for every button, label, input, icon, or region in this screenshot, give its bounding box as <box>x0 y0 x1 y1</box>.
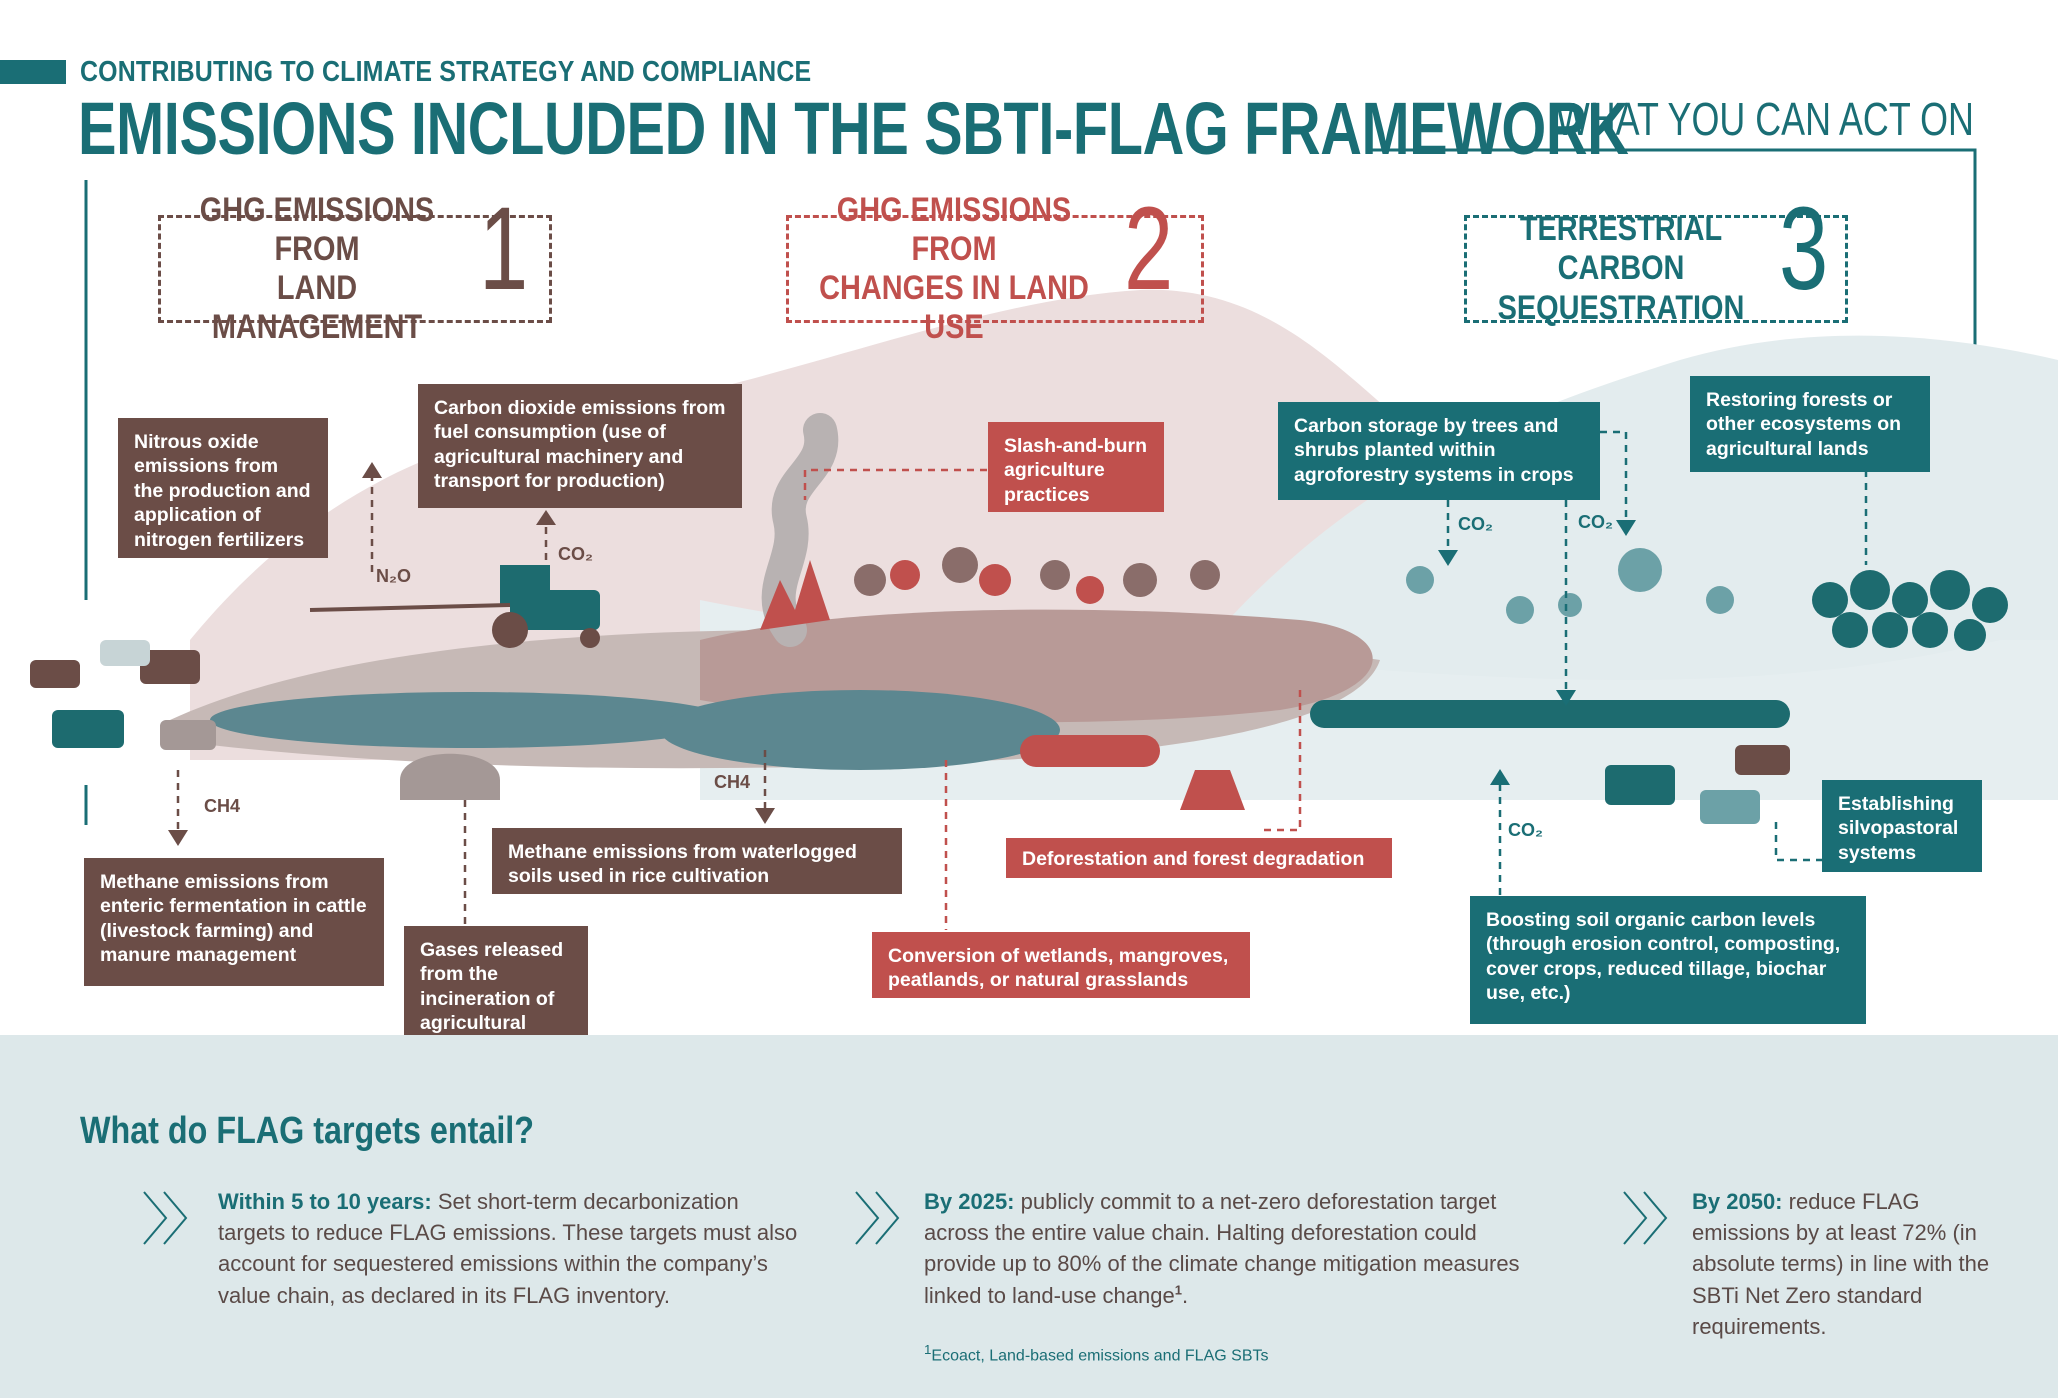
footnote: 1Ecoact, Land-based emissions and FLAG S… <box>924 1342 1269 1365</box>
co2-label: CO₂ <box>558 544 593 564</box>
page-title: EMISSIONS INCLUDED IN THE SBTI-FLAG FRAM… <box>78 87 1629 170</box>
cows-right <box>1605 765 1675 805</box>
callout-slash-and-burn: Slash-and-burn agriculture practices <box>988 422 1164 512</box>
category-box-land-management: GHG EMISSIONS FROM LAND MANAGEMENT 1 <box>158 190 552 346</box>
callout-restoring-forests: Restoring forests or other ecosystems on… <box>1690 376 1930 472</box>
category-box-land-use-change: GHG EMISSIONS FROM CHANGES IN LAND USE 2 <box>786 190 1204 346</box>
ch4-label: CH4 <box>204 796 241 816</box>
category-label: GHG EMISSIONS FROM LAND MANAGEMENT <box>199 190 435 347</box>
rice-field-left <box>210 692 730 748</box>
target-item: By 2050: reduce FLAG emissions by at lea… <box>1692 1189 1990 1339</box>
callout-soil-carbon: Boosting soil organic carbon levels (thr… <box>1470 896 1866 1024</box>
callout-wetland-conversion: Conversion of wetlands, mangroves, peatl… <box>872 932 1250 998</box>
co2-label: CO₂ <box>1458 514 1493 534</box>
cows-left <box>30 650 200 688</box>
chevron-right-icon <box>143 1191 188 1245</box>
callout-carbon-dioxide-fuel: Carbon dioxide emissions from fuel consu… <box>418 384 742 508</box>
stump <box>1180 770 1245 810</box>
category-label: GHG EMISSIONS FROM CHANGES IN LAND USE <box>819 190 1089 347</box>
water-band <box>1310 700 1790 728</box>
rice-field-right <box>660 690 1060 770</box>
header-accent-bar <box>0 60 66 84</box>
targets-heading: What do FLAG targets entail? <box>80 1110 535 1152</box>
category-number: 1 <box>479 183 529 315</box>
logs <box>1020 735 1160 767</box>
co2-label: CO₂ <box>1508 820 1543 840</box>
targets-panel <box>0 1035 2058 1398</box>
callout-rice-methane: Methane emissions from waterlogged soils… <box>492 828 902 894</box>
chevron-right-icon <box>1623 1191 1668 1245</box>
co2-label: CO₂ <box>1578 512 1613 532</box>
target-item: Within 5 to 10 years: Set short-term dec… <box>218 1189 798 1308</box>
target-item: By 2025: publicly commit to a net-zero d… <box>924 1189 1520 1308</box>
category-number: 3 <box>1779 183 1829 315</box>
kicker-text: CONTRIBUTING TO CLIMATE STRATEGY AND COM… <box>80 56 812 88</box>
n2o-label: N₂O <box>376 566 411 586</box>
callout-silvopastoral: Establishing silvopastoral systems <box>1822 780 1982 872</box>
chevron-right-icon <box>855 1191 900 1245</box>
act-on-label: WHAT YOU CAN ACT ON <box>1555 93 1974 145</box>
fire <box>760 560 830 630</box>
callout-nitrous-oxide: Nitrous oxide emissions from the product… <box>118 418 328 558</box>
tractor <box>309 565 600 648</box>
incineration-dome <box>400 753 500 800</box>
category-number: 2 <box>1124 183 1174 315</box>
category-box-carbon-sequestration: TERRESTRIAL CARBON SEQUESTRATION 3 <box>1464 190 1848 327</box>
callout-enteric-methane: Methane emissions from enteric fermentat… <box>84 858 384 986</box>
callout-deforestation: Deforestation and forest degradation <box>1006 838 1392 878</box>
category-label: TERRESTRIAL CARBON SEQUESTRATION <box>1497 210 1745 327</box>
callout-agroforestry: Carbon storage by trees and shrubs plant… <box>1278 402 1600 500</box>
ch4-label: CH4 <box>714 772 751 792</box>
